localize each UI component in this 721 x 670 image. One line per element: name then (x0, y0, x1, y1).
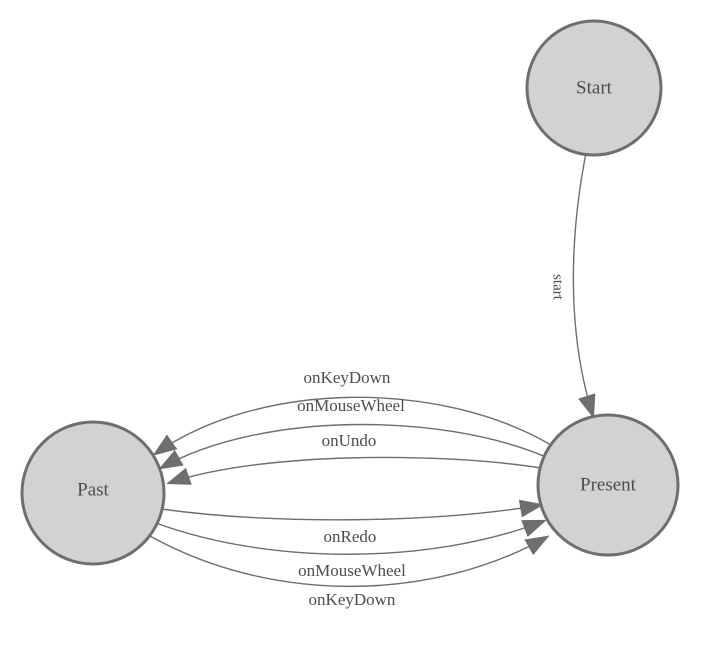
edge-label-onmousewheel-bottom: onMouseWheel (298, 561, 406, 580)
edges-layer: start onKeyDown onMouseWheel onUndo onRe… (149, 152, 596, 609)
edge-line-onmousewheel-bottom (155, 519, 547, 555)
edge-line-onundo (166, 456, 542, 485)
edge-label-onmousewheel-top: onMouseWheel (297, 396, 405, 415)
edge-past-to-present-mousewheel: onMouseWheel (155, 519, 547, 580)
edge-label-onundo: onUndo (322, 431, 377, 450)
node-present-label: Present (580, 474, 637, 495)
node-past-label: Past (77, 479, 109, 500)
edge-line-onkeydown-bottom (149, 535, 550, 587)
node-start-label: Start (576, 77, 613, 98)
edge-label-onkeydown-top: onKeyDown (304, 368, 391, 387)
edge-line-onredo (160, 499, 544, 521)
edge-label-start: start (550, 274, 566, 301)
node-start: Start (525, 19, 663, 157)
edge-line-onkeydown-top (152, 396, 552, 456)
edge-present-to-past-mousewheel: onMouseWheel (158, 396, 547, 470)
edge-past-to-present-keydown: onKeyDown (149, 535, 550, 609)
edge-start-to-present: start (550, 152, 596, 419)
node-present-circle (536, 413, 680, 557)
edge-line-start (572, 152, 596, 419)
edge-past-to-present-redo: onRedo (160, 499, 544, 546)
edge-label-onkeydown-bottom: onKeyDown (309, 590, 396, 609)
nodes-layer: Start Present Past (20, 19, 680, 566)
edge-line-onmousewheel-top (158, 423, 547, 470)
node-present: Present (536, 413, 680, 557)
node-start-circle (525, 19, 663, 157)
edge-present-to-past-undo: onUndo (166, 431, 542, 485)
node-past-circle (20, 420, 166, 566)
edge-present-to-past-keydown: onKeyDown (152, 368, 552, 456)
edge-label-onredo: onRedo (324, 527, 377, 546)
node-past: Past (20, 420, 166, 566)
